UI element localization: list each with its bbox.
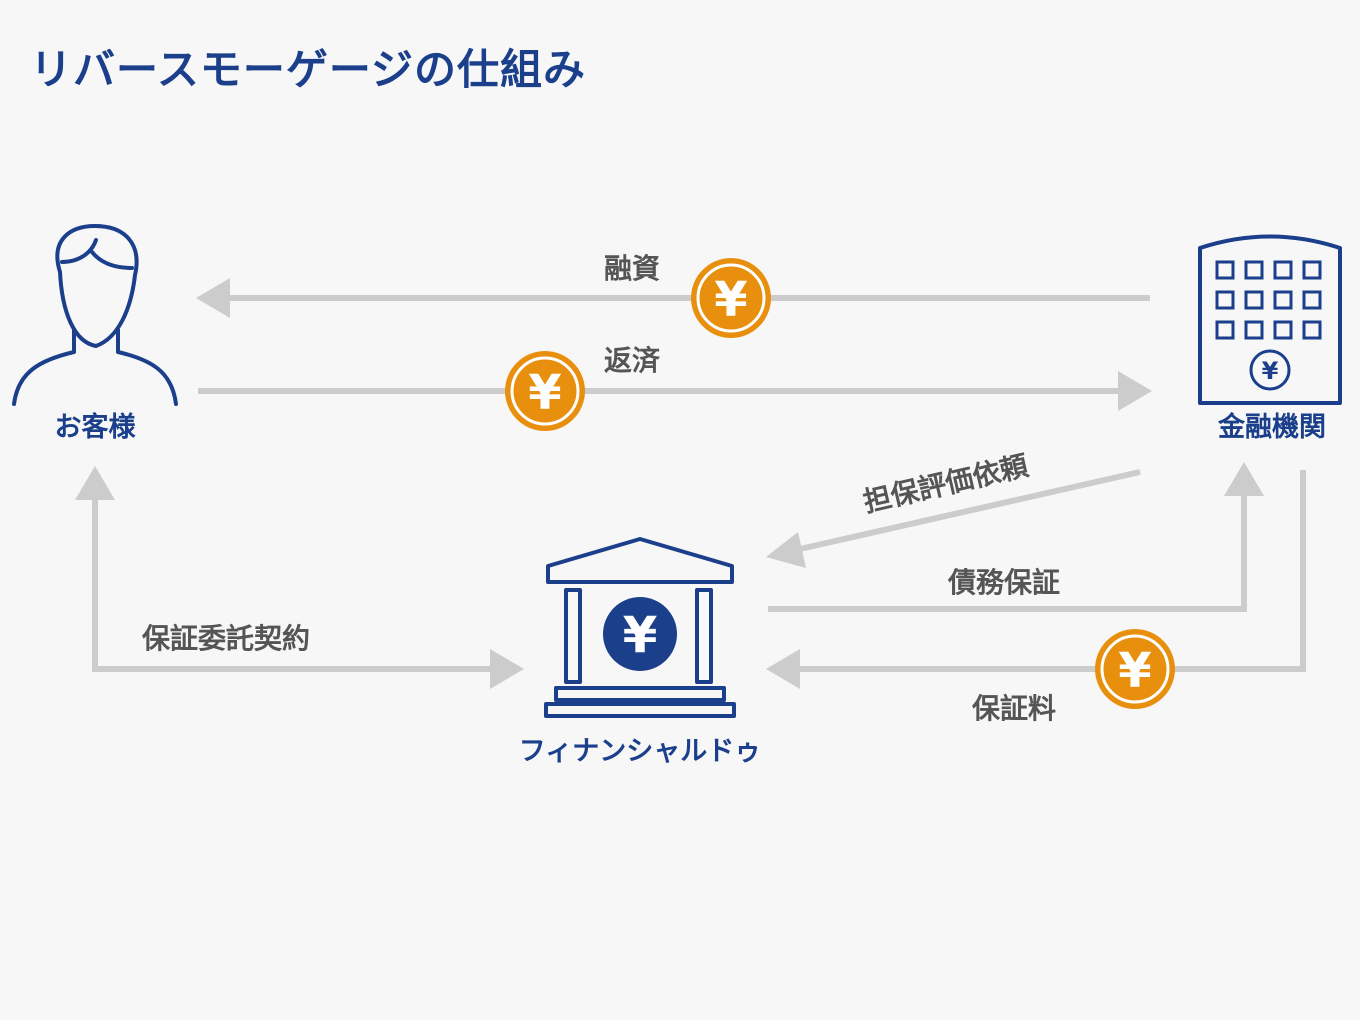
- person-icon: [12, 224, 178, 406]
- loan-yen-coin-icon: ¥: [691, 258, 771, 338]
- guarantee-contract-arrow-head: [490, 649, 524, 689]
- guarantee-fee-label: 保証料: [972, 692, 1056, 725]
- repayment-arrow-head: [1118, 371, 1152, 411]
- loan-arrow-head: [196, 278, 230, 318]
- appraisal-arrow-line: [799, 469, 1141, 552]
- debt-guarantee-label: 債務保証: [947, 566, 1060, 599]
- appraisal-arrow-head: [766, 532, 806, 568]
- guarantee-contract-arrow-line: [92, 495, 494, 672]
- repayment-yen-coin-icon: ¥: [505, 351, 585, 431]
- debt-guarantee-arrow-line: [768, 492, 1247, 612]
- building-icon: ¥: [1198, 234, 1342, 405]
- institution-icon: [544, 537, 736, 718]
- guarantee-fee-arrow-line: [800, 470, 1306, 672]
- guarantee-contract-label: 保証委託契約: [142, 622, 310, 655]
- page-title: リバースモーゲージの仕組み: [30, 45, 587, 94]
- customer-label: お客様: [55, 411, 137, 443]
- institution-yen-icon: ¥: [623, 606, 658, 664]
- customer-up-arrow-head: [75, 466, 115, 500]
- svg-text:¥: ¥: [714, 272, 747, 328]
- fee-yen-coin-icon: ¥: [1095, 629, 1175, 709]
- repayment-label: 返済: [604, 344, 661, 377]
- svg-text:¥: ¥: [528, 365, 561, 421]
- institution-yen-badge: [603, 597, 677, 671]
- svg-text:¥: ¥: [1118, 643, 1151, 699]
- guarantee-fee-arrow-head: [766, 649, 800, 689]
- bank-label: 金融機関: [1217, 411, 1326, 443]
- debt-guarantee-arrow-head: [1224, 462, 1264, 496]
- loan-label: 融資: [604, 252, 660, 285]
- building-yen-icon: ¥: [1262, 357, 1279, 385]
- appraisal-request-label: 担保評価依頼: [860, 449, 1032, 519]
- company-label: フィナンシャルドゥ: [519, 736, 761, 767]
